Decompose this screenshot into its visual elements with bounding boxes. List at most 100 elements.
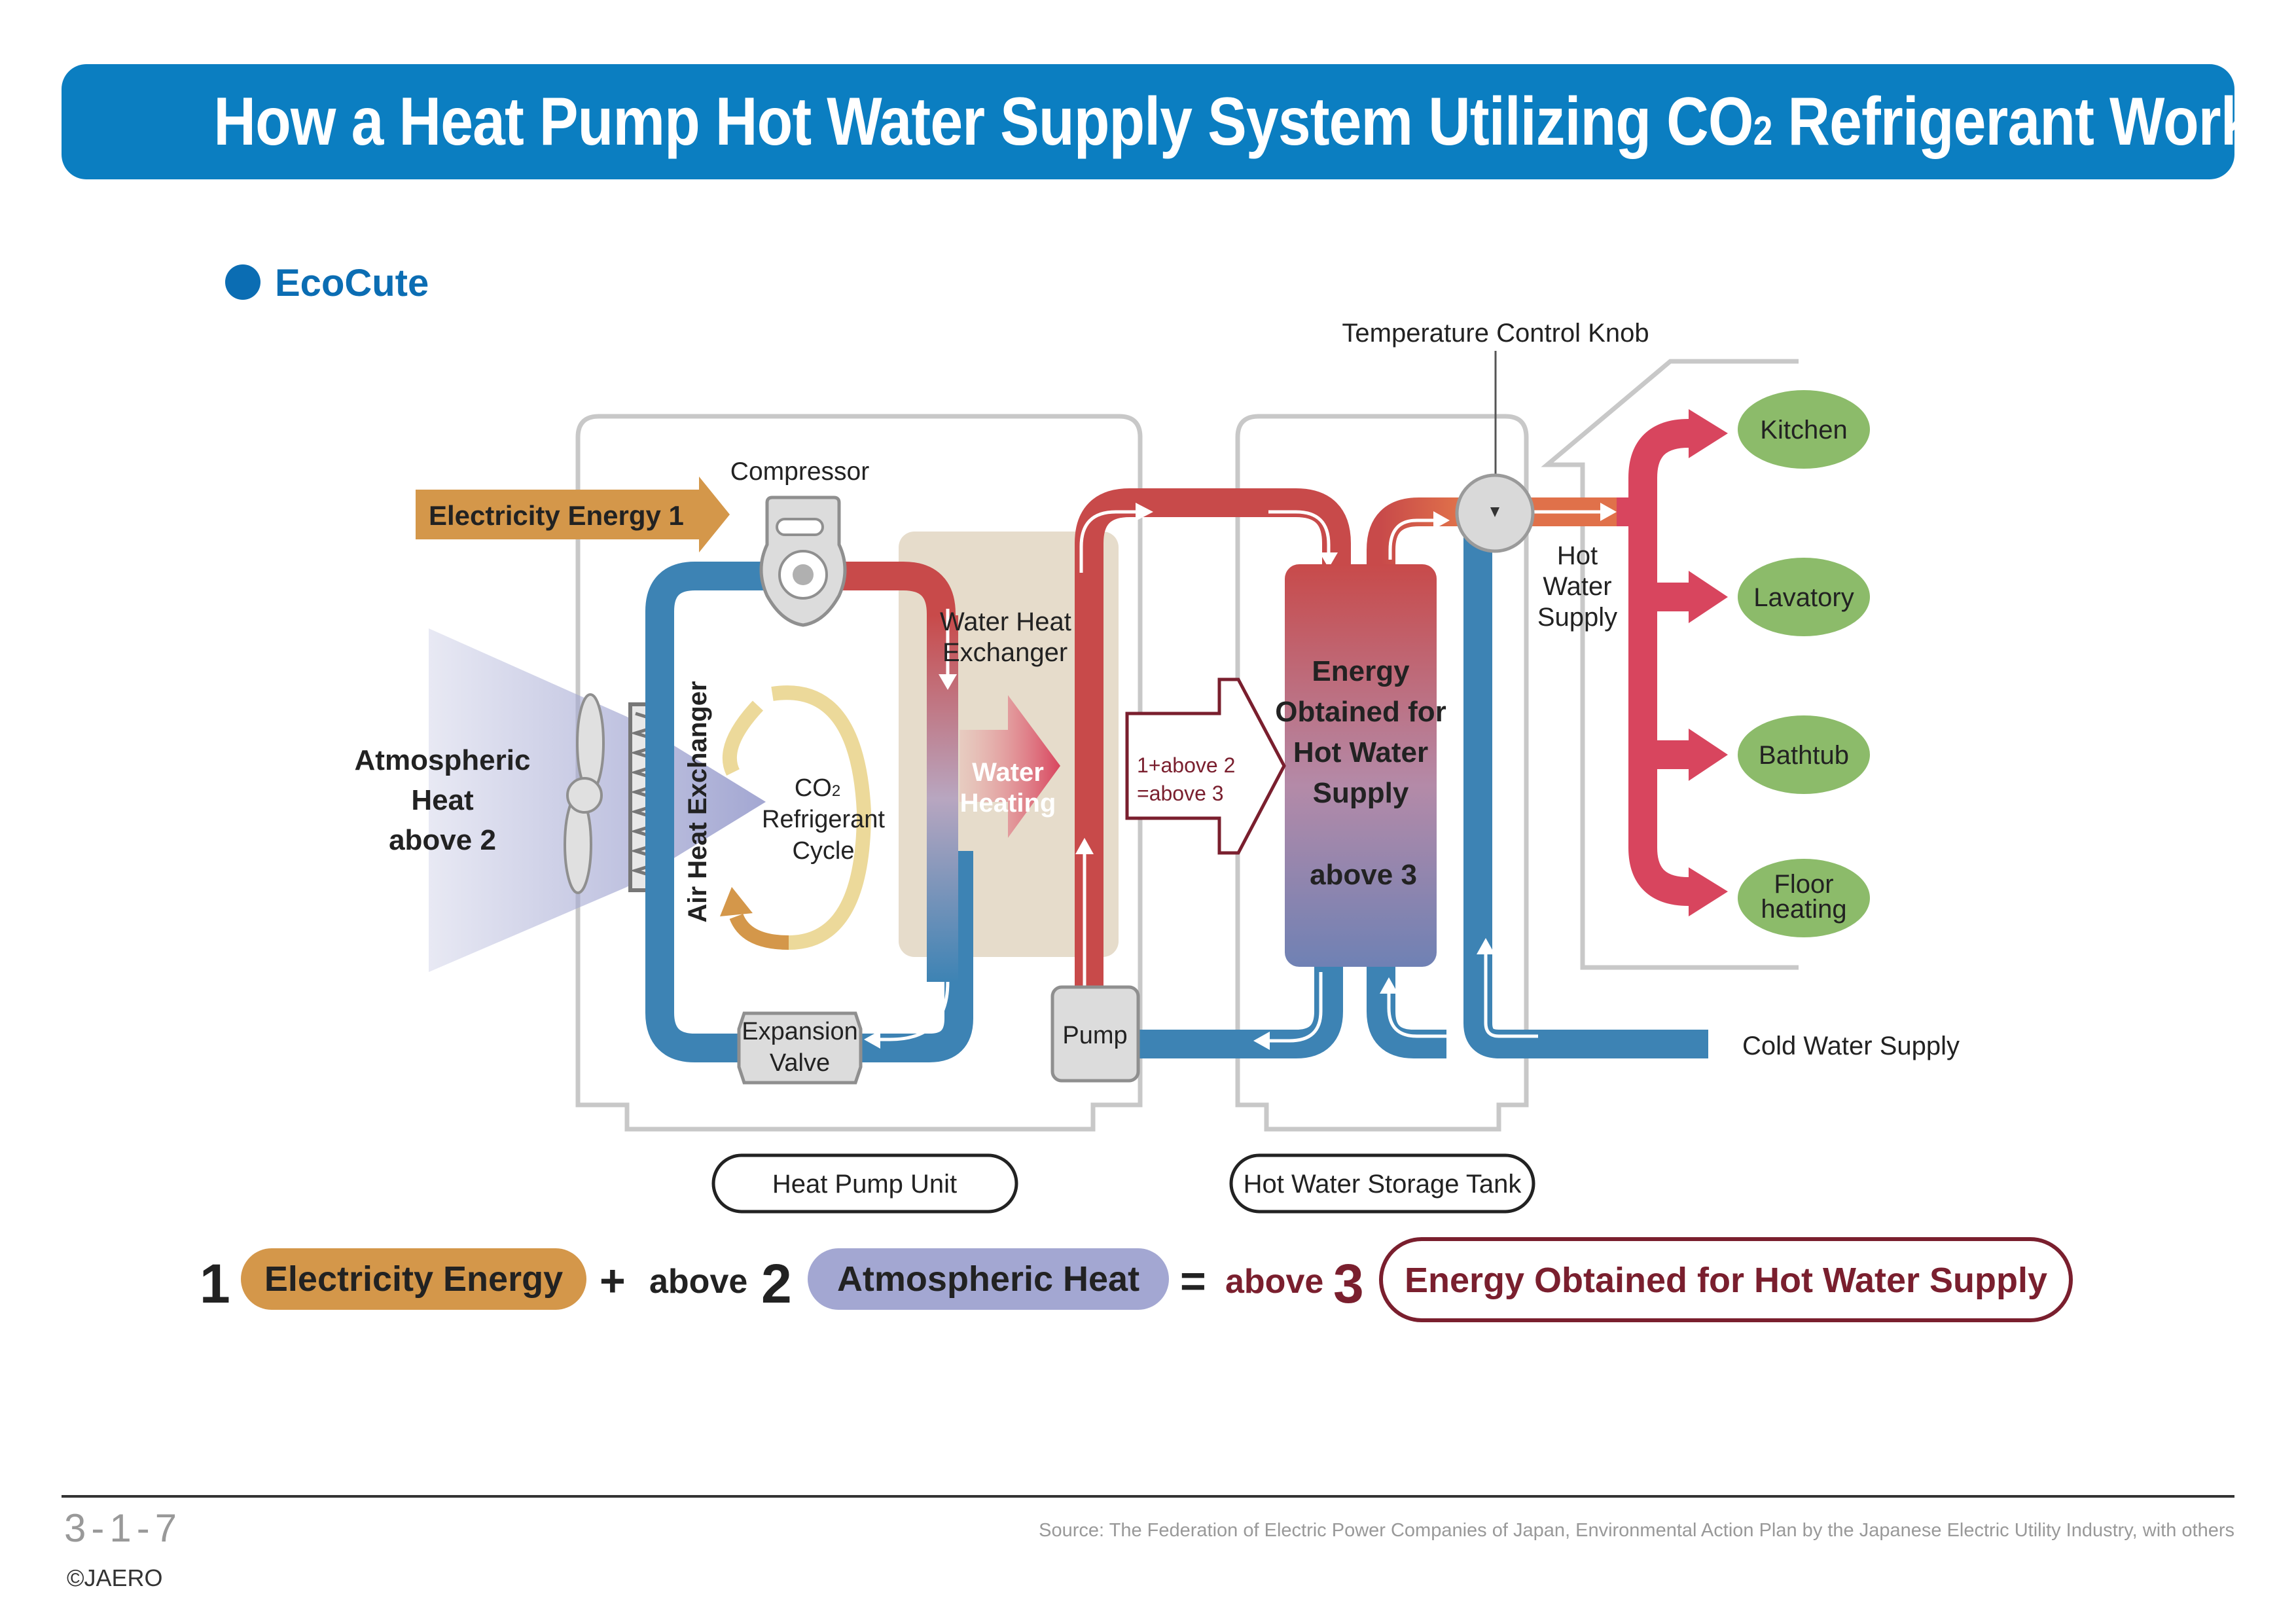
equation-arrow-line1: 1+above 2 [1137, 753, 1235, 777]
flow-arrow-icon [939, 674, 957, 690]
flow-arrow-icon [1075, 838, 1094, 854]
expansion-valve-icon [737, 1011, 863, 1085]
distribution-manifold [1628, 419, 1689, 906]
fan-icon [564, 693, 605, 894]
tank-label-line2: Obtained for [1275, 696, 1446, 728]
floor-heating-node [1738, 859, 1870, 937]
cycle-arrow-icon [720, 887, 753, 916]
kitchen-node [1738, 390, 1870, 469]
hot-water-supply-label-line2: Water [1543, 572, 1611, 601]
source-note: Source: The Federation of Electric Power… [1039, 1520, 2234, 1541]
atmospheric-heat-label-line3: above 2 [389, 824, 496, 856]
refrigerant-blue-pipe [645, 562, 973, 1062]
equation-plus: + [600, 1256, 626, 1306]
lavatory-label: Lavatory [1753, 583, 1854, 612]
flow-arrow-icon [1253, 1032, 1270, 1050]
flow-arrow-icon [1136, 503, 1153, 521]
title-prefix: How a Heat Pump Hot Water Supply System … [213, 84, 1753, 160]
page-number: 3-1-7 [64, 1506, 183, 1550]
pump-icon [1050, 985, 1140, 1083]
flow-arrow-icon [864, 1030, 880, 1049]
equation-number-3: 3 [1333, 1253, 1364, 1314]
compressor-icon [759, 496, 847, 627]
title-subscript: 2 [1753, 109, 1773, 154]
equation-above-2-text: above [649, 1263, 747, 1301]
title-suffix: Refrigerant Works [1772, 84, 2285, 160]
house-outline [1541, 359, 1799, 970]
equation-above-3-text: above [1225, 1263, 1323, 1301]
floor-heating-label-line2: heating [1761, 895, 1846, 924]
electricity-energy-arrow-label: Electricity Energy 1 [429, 500, 684, 531]
hot-water-supply-label-line1: Hot [1557, 541, 1598, 570]
equation-number-2: 2 [761, 1253, 792, 1314]
heat-pump-unit-label: Heat Pump Unit [772, 1170, 957, 1199]
atmospheric-heat-label-line2: Heat [411, 784, 474, 816]
flow-arrow-icon [1477, 938, 1495, 954]
floor-heating-arrow-icon [1689, 867, 1728, 916]
hot-water-storage-tank-tag [1229, 1153, 1535, 1214]
atmospheric-heat-pill [808, 1248, 1169, 1310]
water-heat-exchanger-label-line1: Water Heat [940, 607, 1071, 636]
water-heat-exchanger-label-line2: Exchanger [942, 638, 1067, 667]
expansion-valve-label-line2: Valve [770, 1049, 830, 1077]
footer-divider [62, 1495, 2234, 1498]
refrigerant-red-pipe [826, 562, 956, 851]
tank-label-line3: Hot Water [1293, 736, 1428, 768]
hot-water-pipe [1075, 488, 1351, 998]
floor-heating-label-line1: Floor [1774, 870, 1833, 899]
bathtub-label: Bathtub [1759, 741, 1849, 770]
co2-cycle-co: CO [795, 774, 832, 802]
tank-label-line5: above 3 [1310, 859, 1417, 891]
atmospheric-heat-label-line1: Atmospheric [355, 744, 531, 776]
co2-cycle-subscript: 2 [832, 782, 840, 800]
pump-label: Pump [1062, 1022, 1127, 1049]
storage-tank [1285, 564, 1437, 967]
water-heating-arrow-icon [960, 695, 1060, 838]
temperature-control-knob-label: Temperature Control Knob [1342, 319, 1649, 348]
co2-cycle-label-line2: Refrigerant [762, 806, 885, 833]
electricity-energy-arrow-icon [416, 477, 730, 552]
copyright: ©JAERO [67, 1564, 163, 1591]
tank-label-line4: Supply [1313, 777, 1409, 809]
flow-arrow-icon [1380, 977, 1398, 994]
flow-arrow-icon [1600, 503, 1617, 521]
energy-obtained-pill [1379, 1237, 2073, 1322]
hot-water-storage-tank-label: Hot Water Storage Tank [1244, 1170, 1522, 1199]
electricity-energy-pill [241, 1248, 586, 1310]
equation-number-1: 1 [200, 1253, 230, 1314]
energy-transfer-arrow-icon [1125, 677, 1286, 855]
co2-cycle-label-line3: Cycle [792, 837, 854, 865]
lavatory-arrow-icon [1689, 571, 1728, 623]
bathtub-node [1738, 715, 1870, 794]
section-bullet-icon [225, 264, 260, 300]
water-heating-label-line2: Heating [960, 789, 1056, 818]
page-title: How a Heat Pump Hot Water Supply System … [213, 64, 2285, 179]
tank-label-line1: Energy [1312, 655, 1410, 687]
hot-water-storage-tank-outline [1235, 414, 1529, 1132]
hot-water-supply-label-line3: Supply [1537, 603, 1617, 632]
energy-obtained-pill-label: Energy Obtained for Hot Water Supply [1405, 1261, 2047, 1300]
heat-pump-unit-tag [711, 1153, 1018, 1214]
flow-arrow-icon [1433, 511, 1450, 530]
lavatory-node [1738, 558, 1870, 636]
air-heat-exchanger-label: Air Heat Exchanger [683, 681, 712, 922]
cold-water-supply-pipe [1463, 517, 1708, 1058]
electricity-energy-pill-label: Electricity Energy [264, 1259, 563, 1299]
equation-arrow-line2: =above 3 [1137, 782, 1224, 805]
equation-equals: = [1180, 1256, 1206, 1306]
compressor-label: Compressor [730, 458, 869, 486]
heat-pump-unit-outline [575, 414, 1143, 1132]
co2-cycle-label-line1: CO2 [795, 774, 840, 802]
section-label: EcoCute [275, 262, 429, 304]
exchanger-column [927, 615, 958, 982]
tank-hot-outlet-pipe [1367, 497, 1460, 569]
atmospheric-heat-pill-label: Atmospheric Heat [837, 1259, 1139, 1299]
kitchen-label: Kitchen [1760, 416, 1847, 444]
water-heating-label-line1: Water [972, 758, 1044, 787]
expansion-valve-label-line1: Expansion [742, 1018, 857, 1045]
flow-arrow-icon [1319, 552, 1338, 568]
cold-water-supply-label: Cold Water Supply [1742, 1032, 1960, 1060]
kitchen-arrow-icon [1689, 409, 1728, 458]
